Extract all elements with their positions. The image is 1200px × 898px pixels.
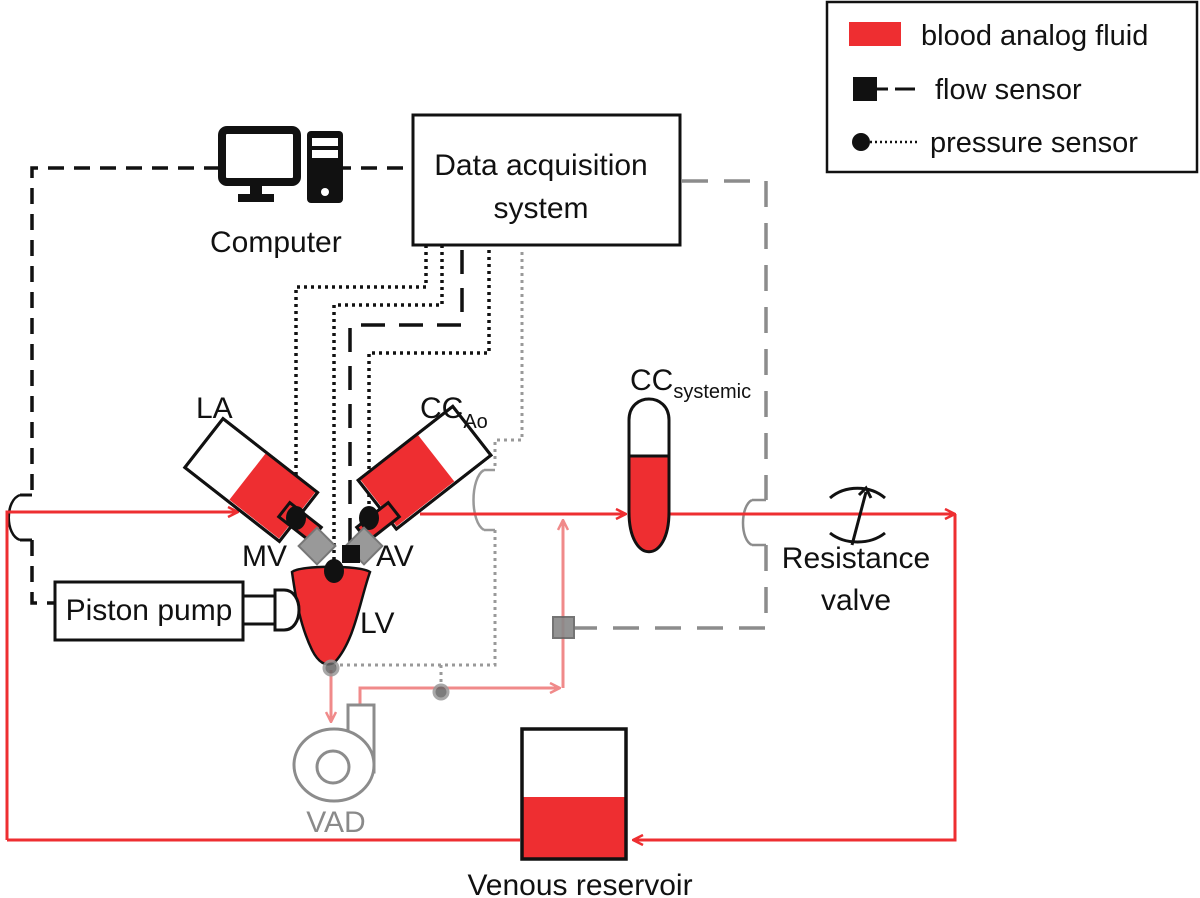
hop-stub [484, 468, 495, 532]
vad-pressure-signal [335, 252, 524, 685]
venous-reservoir [520, 727, 628, 861]
cc-systemic-sub: systemic [673, 381, 751, 403]
venous-reservoir-label: Venous reservoir [467, 869, 692, 898]
lv-pressure-signal [332, 245, 444, 560]
ao-pressure-signal [367, 250, 491, 515]
vad-pump-icon [292, 703, 376, 803]
piston-pump-label: Piston pump [66, 594, 233, 627]
cc-ao-main: CC [420, 392, 463, 425]
aortic-compliance-chamber [354, 404, 494, 544]
vad-label: VAD [306, 806, 365, 839]
daq-label-line1: Data acquisition [434, 149, 647, 182]
la-pressure-signal [294, 245, 428, 490]
main-circulation-loop [5, 512, 957, 840]
av-label: AV [376, 540, 414, 573]
cc-ao-label: CCAo [420, 392, 488, 433]
hop-stub [752, 498, 766, 547]
resistance-valve-label-line1: Resistance [782, 542, 930, 575]
la-pressure-sensor [286, 506, 306, 530]
mitral-valve [297, 526, 337, 566]
computer-label: Computer [210, 226, 342, 259]
computer-control-line [30, 166, 220, 605]
resistance-valve-label-line2: valve [821, 584, 891, 617]
pressure-sensor-icon [852, 133, 870, 151]
piston-pump [53, 580, 301, 642]
legend-label-pressure: pressure sensor [930, 127, 1138, 159]
vad-flow-signal-line [575, 179, 768, 630]
mv-label: MV [242, 540, 287, 573]
vad-outlet-pressure-sensor [432, 683, 450, 701]
vad-flow-sensor [552, 616, 575, 639]
computer-icon [218, 126, 343, 203]
line-crossover-hop [741, 498, 753, 547]
flow-sensor-icon [853, 77, 877, 101]
data-acquisition-system: Data acquisition system [411, 113, 682, 247]
daq-label-line2: system [493, 192, 588, 225]
la-label: LA [196, 392, 233, 425]
vad-inlet-pressure-sensor [322, 659, 340, 677]
av-flow-sensor [342, 545, 360, 563]
line-crossover-hop [7, 493, 21, 542]
lv-pressure-sensor [324, 559, 344, 583]
legend-label-flow: flow sensor [935, 74, 1082, 106]
legend: blood analog fluid flow sensor pressure … [825, 0, 1199, 174]
cc-ao-sub: Ao [463, 411, 487, 433]
ao-pressure-sensor [359, 506, 379, 530]
resistance-valve-icon [829, 485, 886, 546]
legend-blood-swatch [849, 22, 901, 46]
lv-label: LV [360, 607, 394, 640]
vad-bypass-circuit [331, 520, 563, 722]
cc-systemic-main: CC [630, 364, 673, 397]
av-flow-signal [348, 250, 464, 545]
line-crossover-hop [472, 468, 485, 532]
cc-systemic-label: CCsystemic [630, 364, 751, 403]
systemic-compliance-chamber [627, 397, 671, 554]
legend-label-blood: blood analog fluid [921, 20, 1148, 52]
